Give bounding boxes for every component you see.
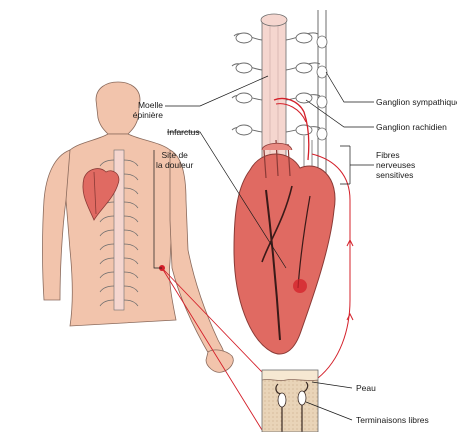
label-moelle-epiniere: Moelle épinière	[133, 100, 163, 120]
label-ganglion-rachidien: Ganglion rachidien	[376, 122, 447, 132]
label-site-line1: Site de	[156, 150, 193, 160]
skin-section-icon	[262, 370, 318, 432]
heart-icon	[234, 140, 335, 354]
label-fibres-line1: Fibres	[376, 150, 415, 160]
label-fibres-nerveuses: Fibres nerveuses sensitives	[376, 150, 415, 180]
label-fibres-line2: nerveuses	[376, 160, 415, 170]
label-infarctus: Infarctus	[167, 127, 200, 137]
label-ganglion-sympathique: Ganglion sympathique	[376, 97, 457, 107]
label-moelle-line2: épinière	[133, 110, 163, 120]
label-terminaisons-libres: Terminaisons libres	[356, 415, 429, 425]
label-fibres-line3: sensitives	[376, 170, 415, 180]
human-torso-icon	[43, 82, 234, 372]
label-peau: Peau	[356, 383, 376, 393]
label-site-douleur: Site de la douleur	[156, 150, 193, 170]
label-moelle-line1: Moelle	[133, 100, 163, 110]
label-site-line2: la douleur	[156, 160, 193, 170]
